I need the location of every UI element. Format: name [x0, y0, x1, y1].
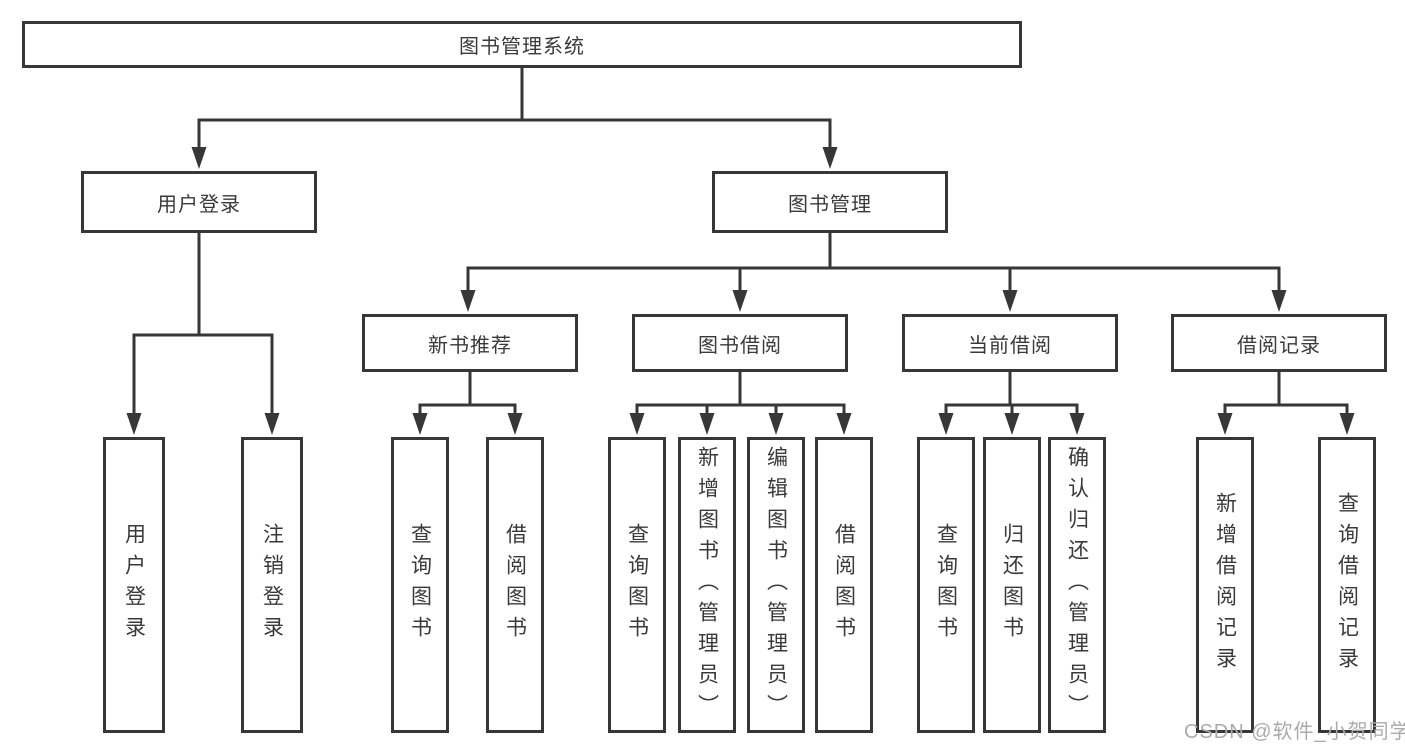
node-library-management-system: 图书管理系统 [22, 21, 1022, 68]
node-label: 用户登录 [157, 193, 241, 216]
leaf-recommend-borrow-books: 借阅图书 [486, 437, 544, 733]
node-borrowing-records: 借阅记录 [1171, 314, 1387, 372]
watermark-text: CSDN @软件_小贺同学 [1184, 721, 1405, 743]
node-label: 借阅图书 [503, 523, 527, 647]
leaf-borrowing-add-books-admin: 新增图书（管理员） [678, 437, 736, 733]
node-book-management: 图书管理 [712, 171, 948, 233]
leaf-logout: 注销登录 [241, 437, 303, 733]
node-label: 新增图书（管理员） [695, 445, 719, 725]
node-label: 用户登录 [122, 523, 146, 647]
leaf-user-login: 用户登录 [103, 437, 165, 733]
leaf-borrowing-edit-books-admin: 编辑图书（管理员） [747, 437, 805, 733]
node-label: 图书管理 [788, 193, 872, 216]
leaf-recommend-query-books: 查询图书 [391, 437, 449, 733]
node-label: 归还图书 [1000, 523, 1024, 647]
leaf-current-confirm-return-admin: 确认归还（管理员） [1048, 437, 1106, 733]
node-current-borrowing: 当前借阅 [902, 314, 1118, 372]
node-user-login: 用户登录 [81, 171, 317, 233]
node-label: 借阅图书 [832, 523, 856, 647]
leaf-current-return-books: 归还图书 [983, 437, 1041, 733]
leaf-records-add-record: 新增借阅记录 [1196, 437, 1254, 733]
node-new-book-recommendation: 新书推荐 [362, 314, 578, 372]
node-label: 当前借阅 [968, 334, 1052, 357]
node-label: 借阅记录 [1237, 334, 1321, 357]
leaf-borrowing-borrow-books: 借阅图书 [815, 437, 873, 733]
node-label: 新书推荐 [428, 334, 512, 357]
node-book-borrowing: 图书借阅 [632, 314, 848, 372]
node-label: 图书借阅 [698, 334, 782, 357]
node-label: 确认归还（管理员） [1065, 445, 1089, 725]
node-label: 编辑图书（管理员） [764, 445, 788, 725]
node-label: 查询图书 [408, 523, 432, 647]
node-label: 新增借阅记录 [1213, 492, 1237, 678]
node-label: 注销登录 [260, 523, 284, 647]
leaf-borrowing-query-books: 查询图书 [608, 437, 666, 733]
leaf-records-query-record: 查询借阅记录 [1318, 437, 1376, 733]
node-label: 查询借阅记录 [1335, 492, 1359, 678]
leaf-current-query-books: 查询图书 [917, 437, 975, 733]
node-label: 查询图书 [625, 523, 649, 647]
node-label: 查询图书 [934, 523, 958, 647]
node-label: 图书管理系统 [459, 36, 585, 58]
